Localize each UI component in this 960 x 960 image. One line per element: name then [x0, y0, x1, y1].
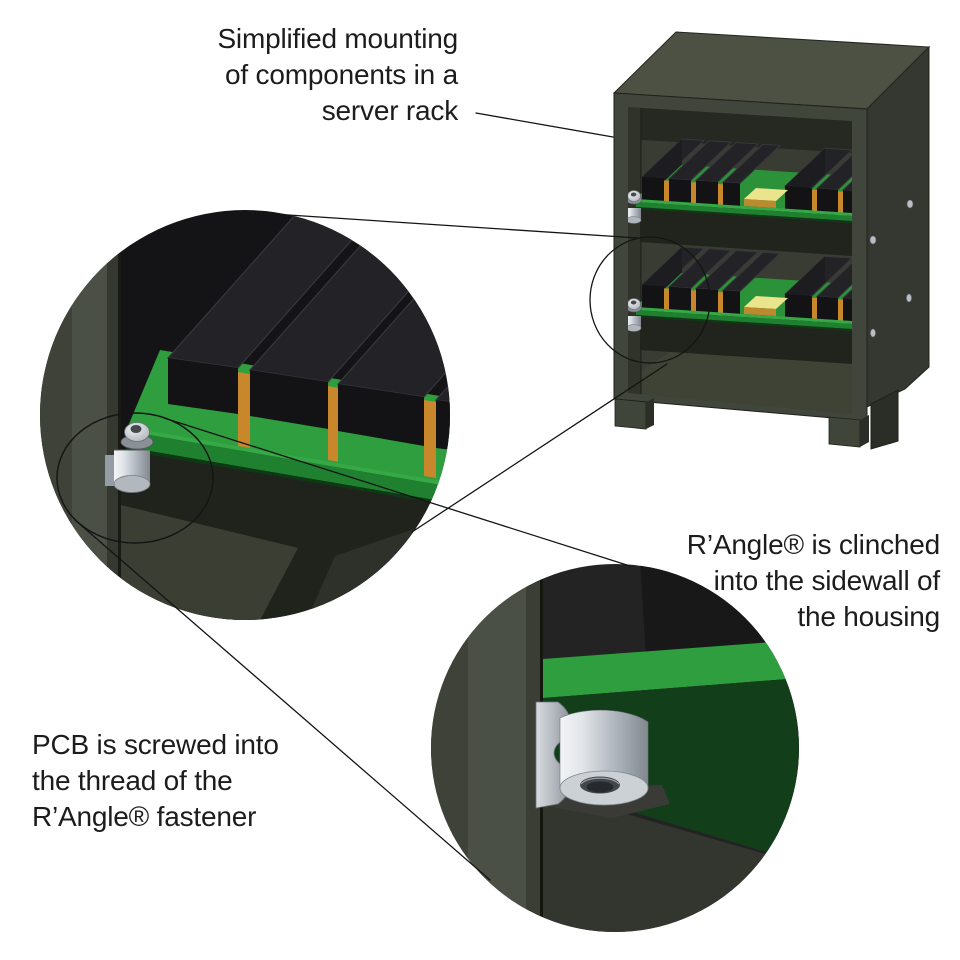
- cabinet-side-face: [866, 45, 930, 408]
- cabinet-foot-rear: [870, 389, 899, 450]
- detail-circle-pcb: [40, 210, 450, 620]
- caption-line: Simplified mounting: [217, 23, 458, 54]
- leader-line-rack-caption: [475, 112, 614, 138]
- cabinet-feet: [614, 398, 869, 448]
- rangle-clinched-fastener: [535, 701, 670, 818]
- caption-line: server rack: [321, 95, 458, 126]
- caption-line: into the sidewall of: [713, 565, 941, 596]
- annotation-circle-screw-fastener: [56, 412, 214, 544]
- caption-line: the housing: [797, 601, 940, 632]
- zoom-line-screw-to-fastener-bottom: [74, 519, 491, 881]
- pcb-screw-head: [120, 422, 154, 450]
- caption-line: the thread of the: [32, 765, 233, 796]
- caption-server-rack: Simplified mounting of components in a s…: [217, 21, 458, 129]
- annotation-circle-rack-fastener: [589, 236, 711, 364]
- server-rack-illustration: [612, 31, 931, 450]
- leader-lines: [74, 112, 668, 881]
- zoom-line-screw-to-fastener-top: [163, 417, 631, 567]
- caption-line: of components in a: [225, 59, 458, 90]
- cabinet-interior: [628, 107, 852, 414]
- zoom-line-rack-to-pcb-bottom: [411, 363, 668, 533]
- sidewall-rivets: [869, 199, 914, 338]
- rangle-fastener-under-board: [105, 449, 151, 493]
- detail-circle-fastener: [431, 564, 799, 932]
- caption-pcb-screw: PCB is screwed into the thread of the R’…: [32, 727, 279, 835]
- caption-line: PCB is screwed into: [32, 729, 279, 760]
- caption-line: R’Angle® is clinched: [686, 529, 940, 560]
- caption-line: R’Angle® fastener: [32, 801, 257, 832]
- caption-clinched-fastener: R’Angle® is clinched into the sidewall o…: [687, 527, 940, 635]
- zoom-line-rack-to-pcb-top: [257, 212, 639, 239]
